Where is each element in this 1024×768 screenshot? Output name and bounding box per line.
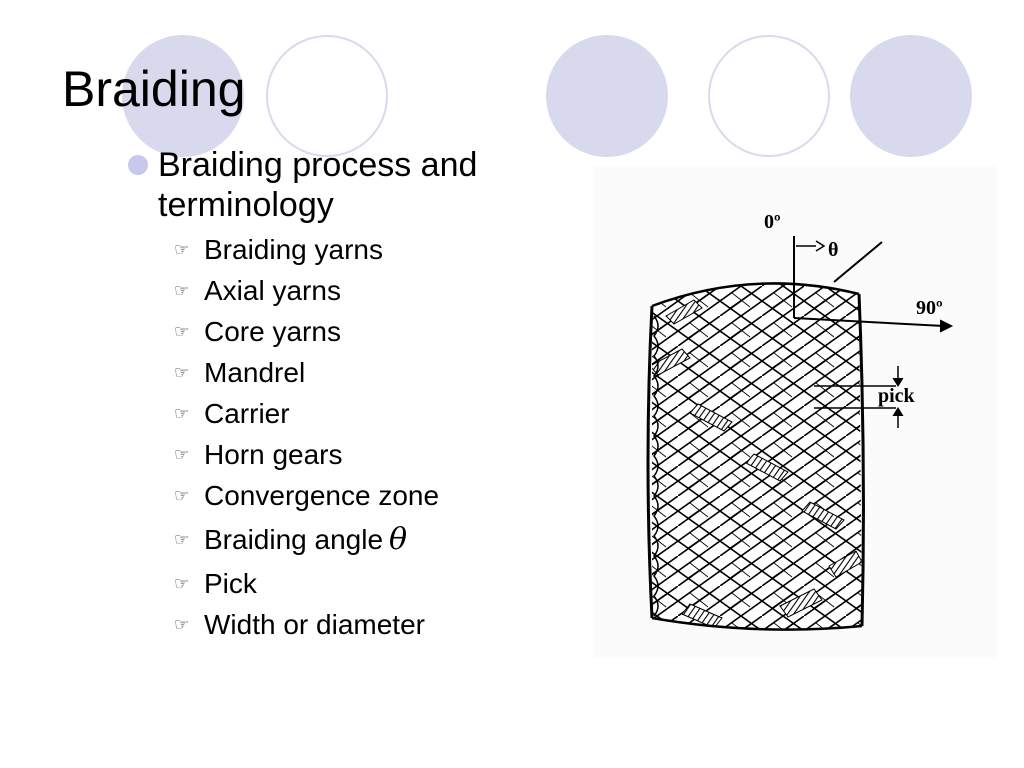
term-label: Braiding yarns (204, 233, 383, 265)
pointing-hand-icon: ☞ (174, 239, 190, 259)
theta-symbol: θ (389, 522, 408, 557)
label-theta: θ (828, 239, 838, 261)
pointing-hand-icon: ☞ (174, 573, 190, 593)
main-bullet-text: Braiding process and terminology (158, 146, 478, 224)
list-item: ☞ Braiding yarns (174, 229, 439, 270)
terms-list: ☞ Braiding yarns ☞ Axial yarns ☞ Core ya… (174, 229, 439, 645)
pointing-hand-icon: ☞ (174, 485, 190, 505)
list-item: ☞ Mandrel (174, 352, 439, 393)
braid-figure: 0º θ 90º pick (594, 166, 997, 658)
braid-pattern (652, 283, 862, 630)
term-label: Pick (204, 567, 257, 599)
label-zero-degree: 0º (764, 211, 781, 233)
list-item: ☞ Pick (174, 563, 439, 604)
pointing-hand-icon: ☞ (174, 444, 190, 464)
pointing-hand-icon: ☞ (174, 614, 190, 634)
list-item: ☞ Convergence zone (174, 475, 439, 516)
decoration-circle-4 (708, 35, 830, 157)
theta-line (833, 241, 883, 283)
list-item: ☞ Braiding angle θ (174, 516, 439, 563)
term-label: Axial yarns (204, 274, 341, 306)
list-item: ☞ Horn gears (174, 434, 439, 475)
decoration-circle-1 (122, 35, 244, 157)
term-label: Core yarns (204, 315, 341, 347)
list-item: ☞ Core yarns (174, 311, 439, 352)
label-pick: pick (878, 385, 916, 407)
term-label: Horn gears (204, 438, 343, 470)
term-label: Braiding angle (204, 523, 384, 555)
label-ninety-degree: 90º (916, 297, 943, 319)
decoration-circle-5 (850, 35, 972, 157)
term-label: Width or diameter (204, 608, 425, 640)
pointing-hand-icon: ☞ (174, 529, 190, 549)
braid-diagram: 0º θ 90º pick (646, 211, 954, 631)
main-bullet: Braiding process and terminology (128, 145, 548, 225)
decoration-circle-3 (546, 35, 668, 157)
pointing-hand-icon: ☞ (174, 321, 190, 341)
pointing-hand-icon: ☞ (174, 403, 190, 423)
term-label: Carrier (204, 397, 290, 429)
pointing-hand-icon: ☞ (174, 362, 190, 382)
decoration-circle-2 (266, 35, 388, 157)
term-label: Convergence zone (204, 479, 440, 511)
ninety-degree-arrow (793, 317, 945, 327)
term-label: Mandrel (204, 356, 306, 388)
list-item: ☞ Axial yarns (174, 270, 439, 311)
pointing-hand-icon: ☞ (174, 280, 190, 300)
list-item: ☞ Carrier (174, 393, 439, 434)
filled-circle-bullet-icon (128, 155, 148, 175)
list-item: ☞ Width or diameter (174, 604, 439, 645)
slide-title: Braiding (62, 61, 246, 117)
